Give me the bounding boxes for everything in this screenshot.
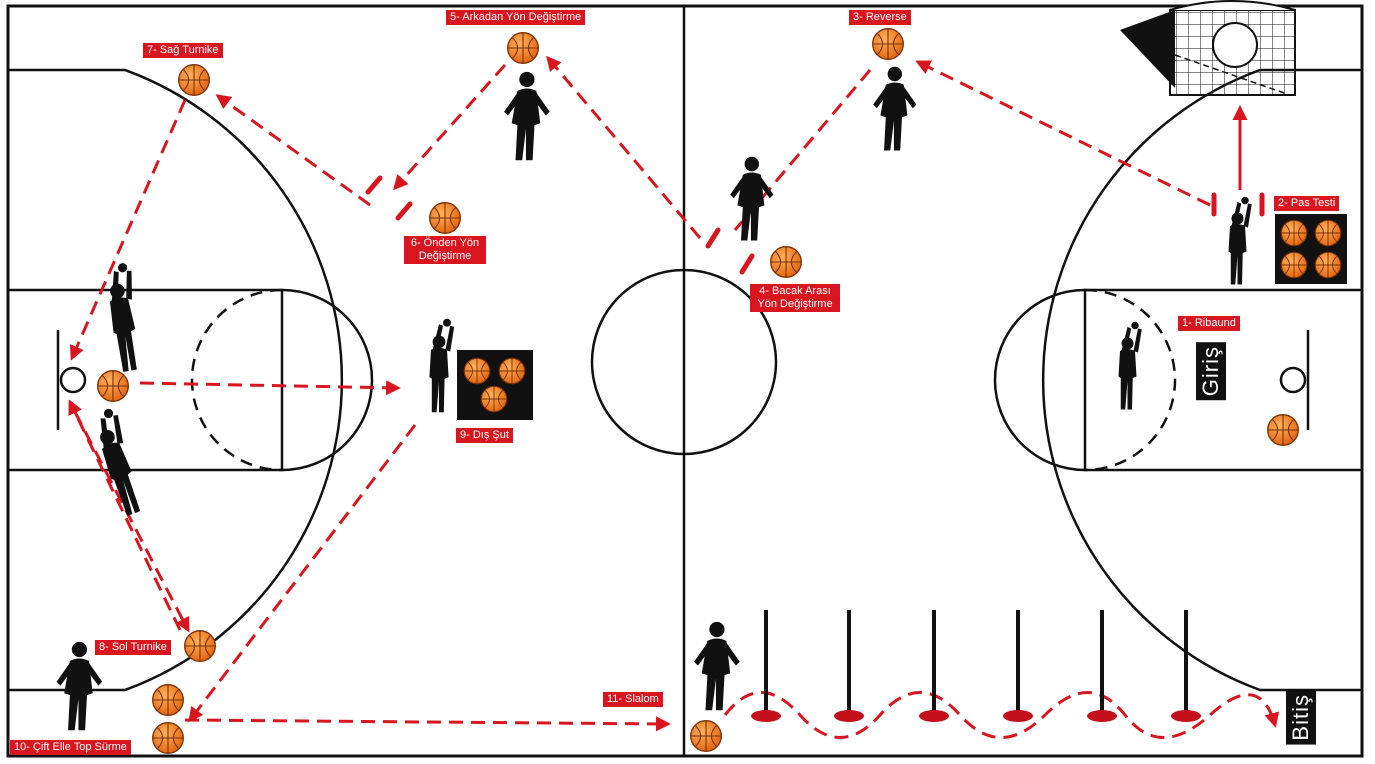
start-marker: Giriş <box>1196 342 1226 400</box>
station-label-4: 4- Bacak Arası Yön Değiştirme <box>750 284 840 312</box>
station-label-6-line2: Değiştirme <box>408 250 482 263</box>
finish-marker: Bitiş <box>1286 690 1316 745</box>
station-label-6: 6- Önden Yön Değiştirme <box>404 236 486 264</box>
ball-rack-icon <box>457 350 533 420</box>
station-label-4-line1: 4- Bacak Arası <box>754 285 836 298</box>
basket-net-icon <box>1120 1 1295 95</box>
station-label-2: 2- Pas Testi <box>1274 196 1339 211</box>
slalom-poles <box>751 610 1201 722</box>
station-label-10: 10- Çift Elle Top Sürme <box>10 740 131 755</box>
station-label-1: 1- Ribaund <box>1178 316 1240 331</box>
player-silhouettes <box>57 67 1252 730</box>
ball-rack-icon <box>1275 214 1347 284</box>
station-label-4-line2: Yön Değiştirme <box>754 298 836 311</box>
station-label-3: 3- Reverse <box>849 10 911 25</box>
station-label-11: 11- Slalom <box>603 692 663 707</box>
station-label-7: 7- Sağ Turnike <box>143 43 223 58</box>
movement-paths <box>70 58 1275 738</box>
station-label-9: 9- Dış Şut <box>456 428 513 443</box>
station-label-6-line1: 6- Önden Yön <box>408 237 482 250</box>
station-label-5: 5- Arkadan Yön Değiştirme <box>446 10 585 25</box>
station-label-8: 8- Sol Turnike <box>95 640 171 655</box>
cones <box>368 178 1262 272</box>
